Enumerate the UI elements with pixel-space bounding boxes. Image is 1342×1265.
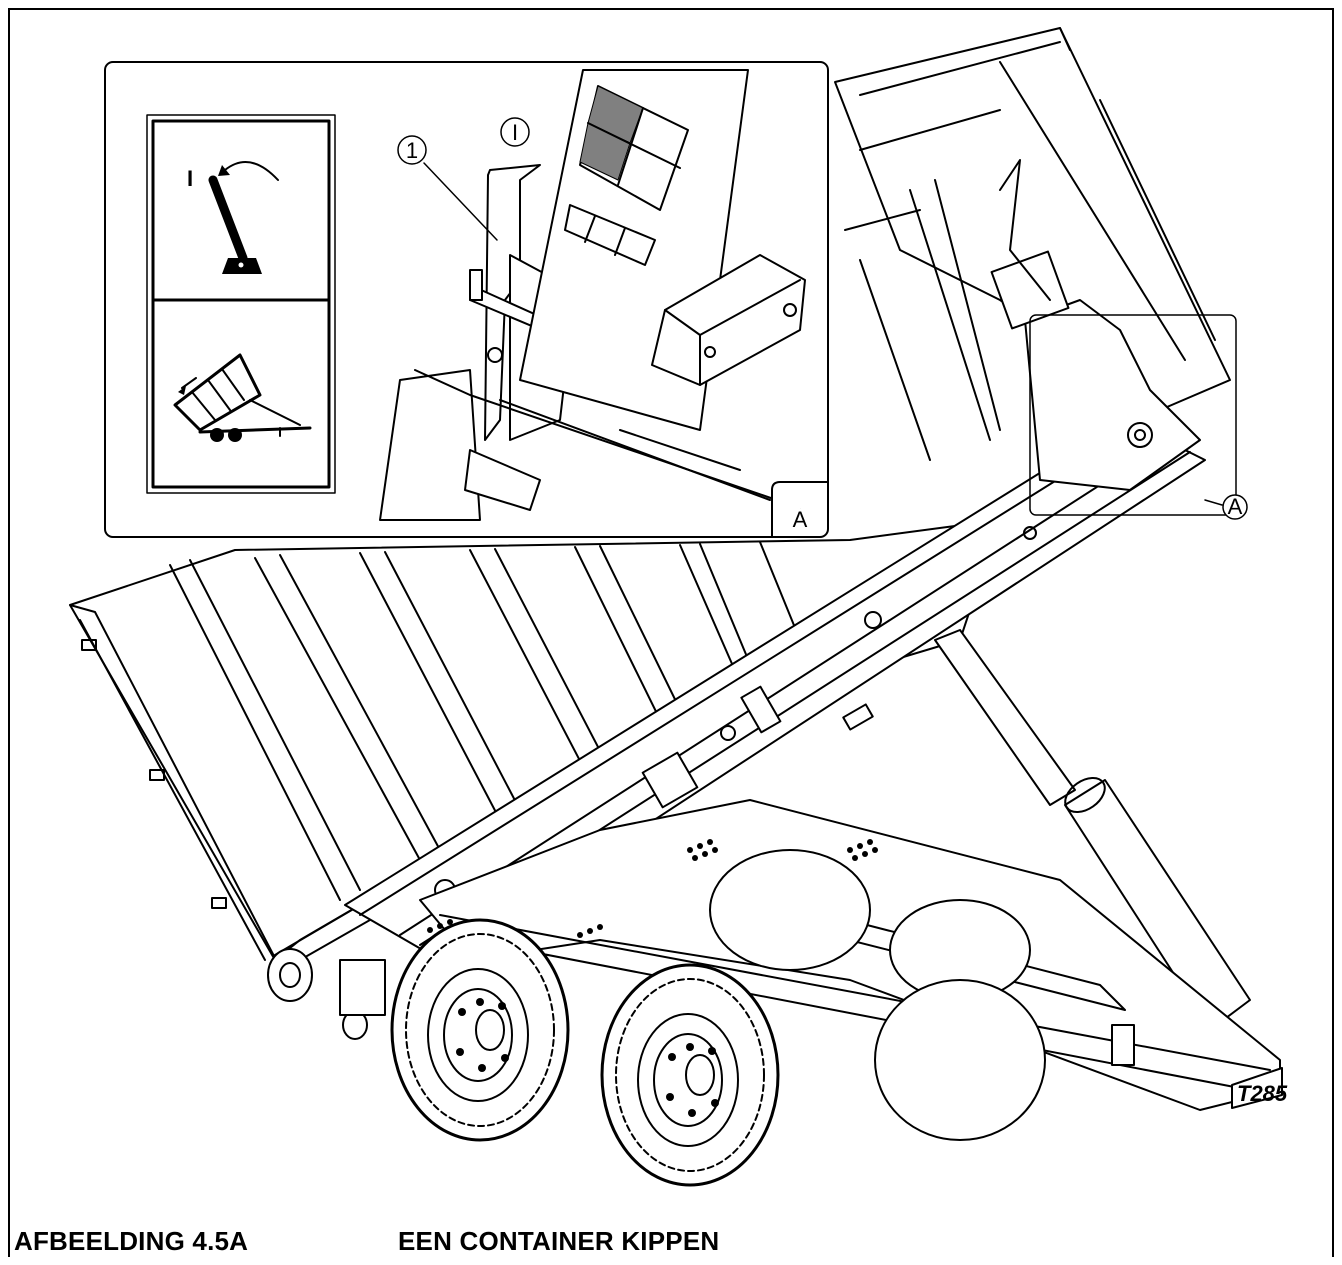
detail-region-a: A xyxy=(1029,314,1248,520)
page-border xyxy=(8,8,1334,1257)
pivot-roller xyxy=(267,948,386,1040)
hook-arm xyxy=(344,159,1206,961)
figure-number: AFBEELDING 4.5A xyxy=(14,1226,249,1256)
figure-title: EEN CONTAINER KIPPEN xyxy=(398,1226,720,1256)
inset-detail-panel: I xyxy=(104,61,829,538)
callout-1-label: 1 xyxy=(406,138,418,163)
detail-marker-a: A xyxy=(1228,494,1243,519)
model-plate-text: T285 xyxy=(1237,1081,1288,1106)
sensor-box xyxy=(651,254,806,386)
hydraulic-cylinder xyxy=(934,629,1251,1031)
callout-position-i: I xyxy=(500,117,530,147)
front-wheel-left xyxy=(390,918,570,1142)
detail-label-a: A xyxy=(771,481,829,538)
detail-box-letter: A xyxy=(793,507,808,532)
tipping-decal: I xyxy=(146,114,336,494)
callout-part-1: 1 xyxy=(397,135,498,241)
callout-i-label: I xyxy=(512,120,518,145)
front-wheel-right xyxy=(600,963,780,1187)
rear-wheels xyxy=(709,849,1046,1141)
decal-position-label: I xyxy=(187,166,193,191)
